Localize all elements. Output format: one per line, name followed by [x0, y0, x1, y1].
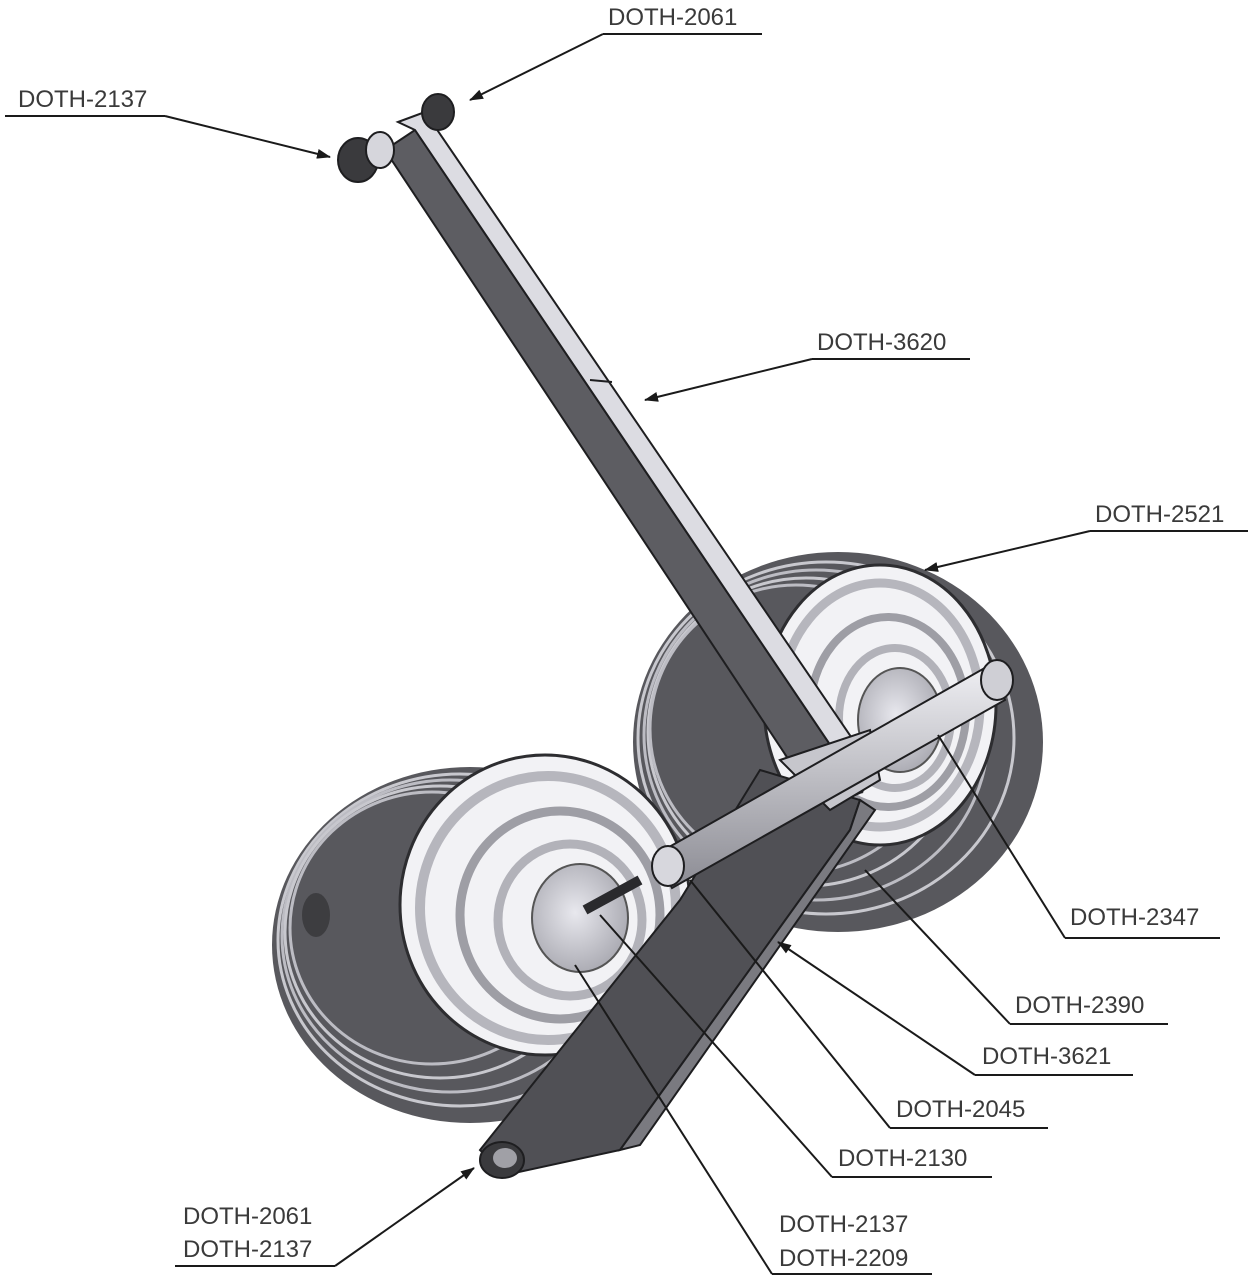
callout-doth-2045: DOTH-2045 — [689, 879, 1048, 1129]
main-arm — [383, 110, 877, 812]
callout-label: DOTH-2137 — [779, 1211, 908, 1238]
callout-label: DOTH-2137 — [183, 1236, 312, 1263]
callout-label: DOTH-2061 — [183, 1203, 312, 1230]
callout-doth-2137-2209: DOTH-2137 DOTH-2209 — [574, 964, 932, 1275]
callout-label: DOTH-2521 — [1095, 501, 1224, 528]
callout-label: DOTH-3621 — [982, 1043, 1111, 1070]
callout-doth-2137-top: DOTH-2137 — [5, 86, 331, 159]
top-fasteners — [337, 93, 455, 183]
assembly-illustration — [272, 93, 1043, 1179]
callout-doth-2390: DOTH-2390 — [864, 869, 1168, 1025]
axle-pin — [582, 659, 1014, 915]
callout-label: DOTH-2209 — [779, 1245, 908, 1272]
callouts: DOTH-2061 DOTH-2137 DOTH-3620 DOTH-2521 … — [5, 4, 1248, 1275]
callout-doth-2521: DOTH-2521 — [924, 501, 1248, 572]
callout-doth-3621: DOTH-3621 — [777, 941, 1133, 1076]
callout-label: DOTH-2137 — [18, 86, 147, 113]
callout-doth-3620: DOTH-3620 — [644, 329, 970, 402]
callout-doth-2347: DOTH-2347 — [937, 734, 1220, 939]
callout-label: DOTH-2045 — [896, 1096, 1025, 1123]
callout-label: DOTH-2390 — [1015, 992, 1144, 1019]
callout-label: DOTH-2130 — [838, 1145, 967, 1172]
callout-label: DOTH-3620 — [817, 329, 946, 356]
callout-label: DOTH-2061 — [608, 4, 737, 31]
callout-label: DOTH-2347 — [1070, 904, 1199, 931]
callout-doth-2061-top: DOTH-2061 — [469, 4, 762, 101]
callout-doth-2061-2137-bottom: DOTH-2061 DOTH-2137 — [175, 1167, 475, 1267]
bottom-fastener — [479, 1141, 525, 1179]
callout-doth-2130: DOTH-2130 — [599, 914, 992, 1178]
